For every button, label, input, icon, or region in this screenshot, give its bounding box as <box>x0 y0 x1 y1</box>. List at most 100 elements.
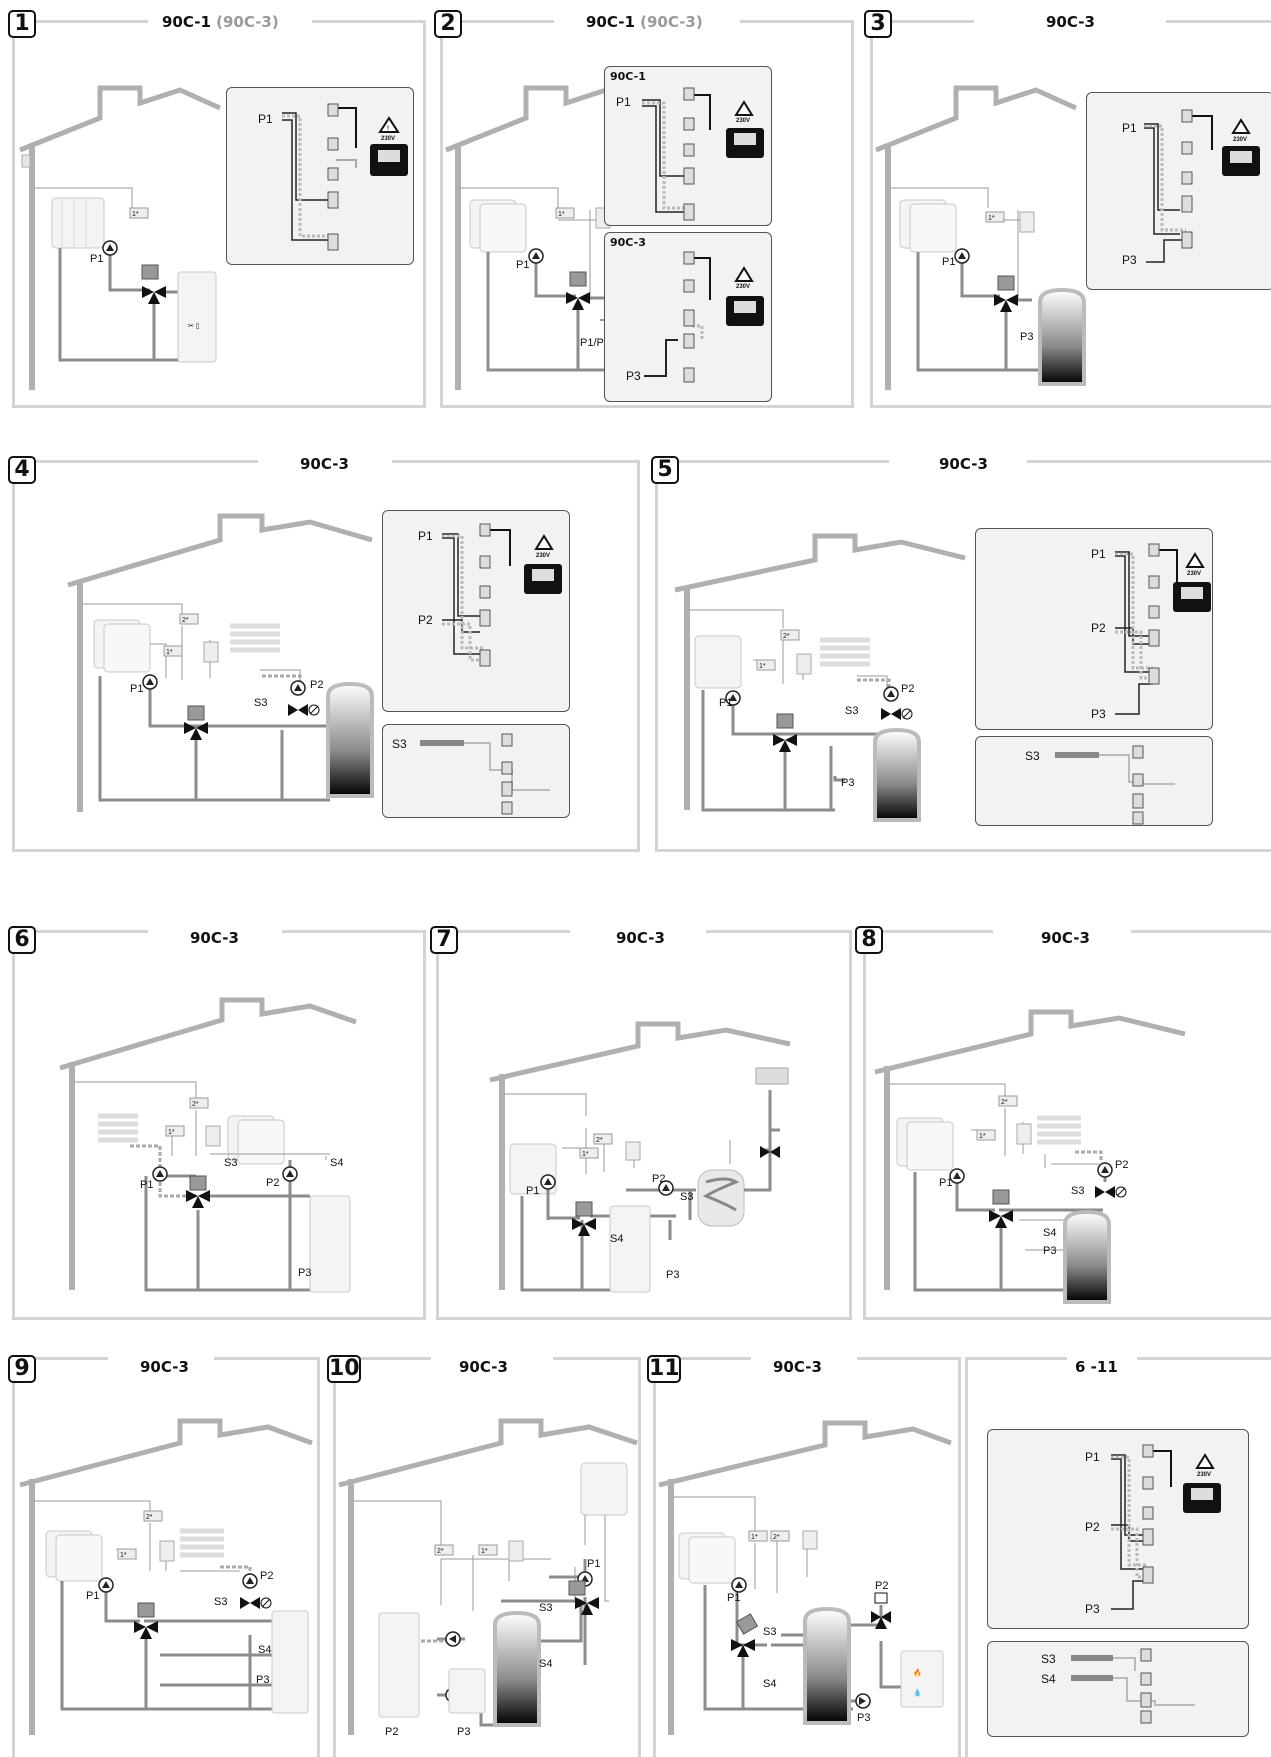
sensor-label: S4 <box>539 1658 552 1670</box>
panel-6: 6 90C-3 2* 1* P1 P2 S3 S4 P3 <box>0 920 430 1330</box>
zone-valve-icon <box>871 1611 881 1623</box>
svg-text:1*: 1* <box>166 649 173 656</box>
radiator <box>51 197 105 249</box>
pump-label: P2 <box>310 679 323 691</box>
panel-title: 90C-3 <box>616 929 665 947</box>
frame-line <box>8 20 148 23</box>
sensor-label: P3 <box>256 1674 269 1686</box>
panel-title: 90C-3 <box>190 929 239 947</box>
frame-line <box>8 460 258 463</box>
mixing-valve-icon <box>566 292 578 304</box>
terminal-label: P2 <box>1085 1520 1100 1534</box>
panel-title: 90C-3 <box>1046 13 1095 31</box>
panel-title: 90C-1 (90C-3) <box>162 13 279 31</box>
warning-icon <box>534 534 554 550</box>
pump-label: P1 <box>719 697 732 709</box>
radiator <box>93 619 151 673</box>
panel-number: 4 <box>8 456 36 484</box>
svg-text:2*: 2* <box>773 1534 780 1541</box>
terminal-label: P3 <box>1091 707 1106 721</box>
frame-line <box>651 1357 751 1360</box>
floor-heating <box>98 1113 138 1143</box>
pump-label: P1 <box>727 1592 740 1604</box>
warning-icon <box>1231 118 1251 134</box>
panel-number: 5 <box>651 456 679 484</box>
svg-text:2*: 2* <box>437 1548 444 1555</box>
floor-heating <box>230 623 280 653</box>
pump-label: P1 <box>939 1177 952 1189</box>
panel-number: 2 <box>434 10 462 38</box>
pump-label: P1 <box>140 1179 153 1191</box>
wiring-diagram: 230V P1 P2 P3 S3 <box>1025 543 1211 825</box>
house-schematic: 1* P1 P3 <box>875 85 1086 390</box>
pump-label: P1 <box>86 1590 99 1602</box>
panel-title: 90C-3 <box>140 1358 189 1376</box>
sensor-probe-icon <box>1055 752 1099 758</box>
svg-text:1*: 1* <box>979 1133 986 1140</box>
panel-number: 7 <box>430 926 458 954</box>
svg-text:1*: 1* <box>481 1548 488 1555</box>
valve-actuator-icon <box>874 1592 888 1604</box>
floor-heating <box>820 637 870 667</box>
sensor-label: S3 <box>392 737 407 751</box>
wiring-diagram: 230V P1 P3 <box>1122 109 1260 267</box>
panel-frame <box>863 930 1271 1320</box>
sensor-label: S4 <box>1041 1672 1056 1686</box>
pump-label: P2 <box>260 1570 273 1582</box>
house-schematic: 2* 1* P1 P2 S3 S4 P3 <box>874 1009 1186 1304</box>
pump-label: P2 <box>901 683 914 695</box>
frame-line <box>857 1357 961 1360</box>
svg-text:1*: 1* <box>120 1552 127 1559</box>
panel-title: 90C-3 <box>1041 929 1090 947</box>
radiator <box>896 1117 954 1171</box>
frame-line <box>392 460 640 463</box>
warning-icon <box>378 116 400 133</box>
panel-frame <box>440 20 854 408</box>
panel-frame <box>655 460 1271 852</box>
sensor-label: S3 <box>224 1157 237 1169</box>
boiler <box>309 1195 351 1293</box>
svg-text:1*: 1* <box>558 211 565 218</box>
boiler <box>177 271 217 363</box>
sensor-label: S3 <box>1071 1185 1084 1197</box>
house-schematic: 1* ✂ ▯ P1 <box>19 85 222 390</box>
panel-frame <box>333 1357 641 1757</box>
mixing-valve-icon <box>773 734 785 746</box>
svg-text:2*: 2* <box>192 1101 199 1108</box>
frame-line <box>553 1357 641 1360</box>
panel-title: 90C-3 <box>939 455 988 473</box>
sensor-label: P3 <box>841 777 854 789</box>
frame-line <box>312 20 426 23</box>
svg-text:1*: 1* <box>759 663 766 670</box>
radiator <box>227 1115 285 1165</box>
svg-text:!: ! <box>387 126 389 132</box>
sensor-label: S3 <box>1025 749 1040 763</box>
storage-tank <box>326 681 374 798</box>
mixing-valve-icon <box>186 1190 198 1202</box>
panel-3: 3 90C-3 1* P1 P3 230V P1 P3 <box>860 0 1271 410</box>
warning-icon <box>734 100 754 116</box>
sensor-box <box>975 736 1213 826</box>
house-schematic: 1* 2* P1 P2 S3 S4 P3 <box>489 1021 791 1293</box>
sensor-label: S3 <box>680 1191 693 1203</box>
wiring-box-title: 90C-3 <box>610 236 646 249</box>
pump-label: P1 <box>90 253 103 265</box>
storage-tank <box>1038 287 1086 386</box>
boiler <box>900 1650 944 1708</box>
panel-title: 90C-1 (90C-3) <box>586 13 703 31</box>
svg-text:2*: 2* <box>783 633 790 640</box>
warning-icon <box>1185 552 1205 568</box>
wiring-diagram: ! 230V P1 <box>258 103 408 251</box>
frame-line <box>434 930 570 933</box>
terminal-label: P1 <box>418 529 433 543</box>
radiator <box>469 199 527 253</box>
panel-frame <box>436 930 852 1320</box>
pump-label: P2 <box>875 1580 888 1592</box>
wiring-box-title: 90C-1 <box>610 70 646 83</box>
terminal-label: P1 <box>1122 121 1137 135</box>
svg-text:1*: 1* <box>582 1151 589 1158</box>
house-schematic: 2* 1* P1 P2 S3 <box>67 513 374 812</box>
terminal-label: P2 <box>418 613 433 627</box>
svg-text:💧: 💧 <box>913 1688 922 1697</box>
pump-label: P2 <box>385 1726 398 1738</box>
